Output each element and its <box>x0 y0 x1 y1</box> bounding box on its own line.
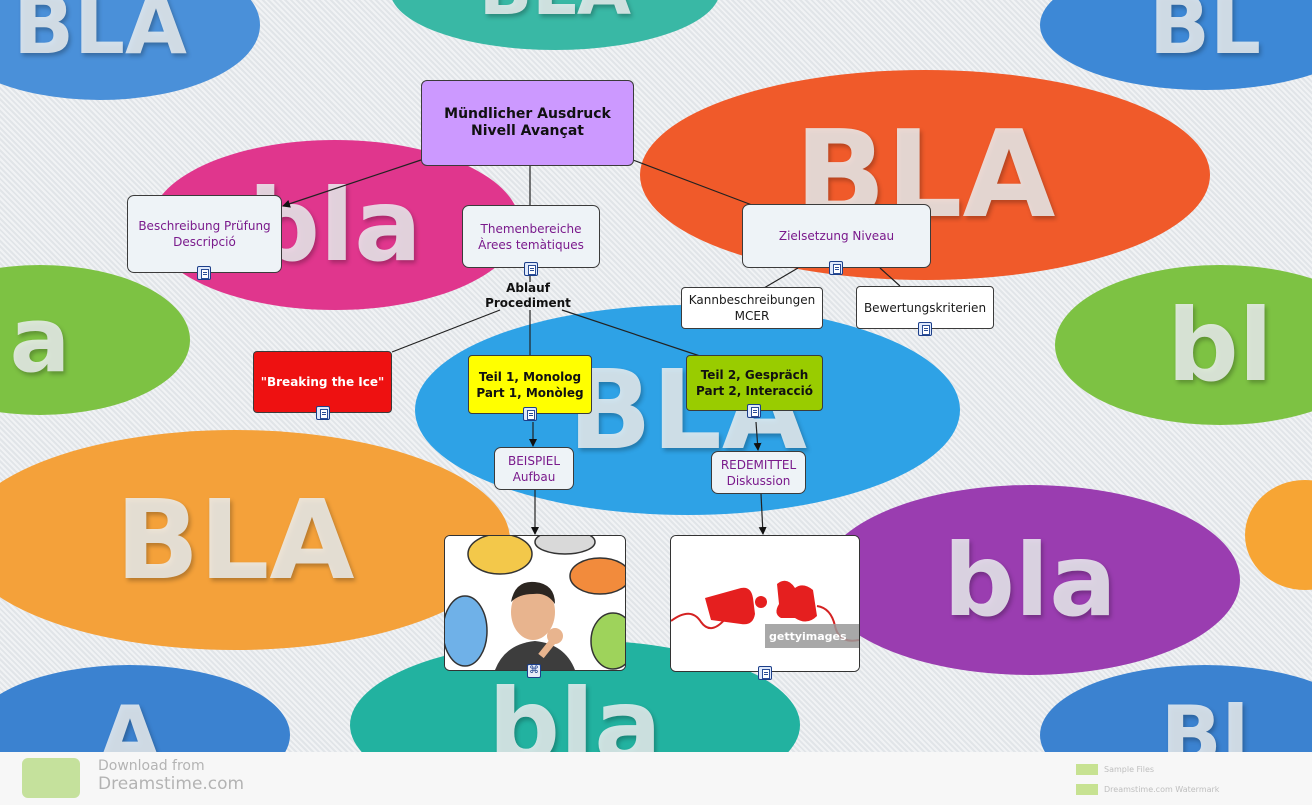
background-bubble: BL <box>1040 0 1312 90</box>
root-node-line1: Mündlicher Ausdruck <box>444 106 611 123</box>
bewertung-line1: Bewertungskriterien <box>864 300 986 316</box>
background-bubble: bl <box>1055 265 1312 425</box>
ablauf-line1: Ablauf <box>470 281 586 296</box>
teil2-node[interactable]: Teil 2, Gespräch Part 2, Interacció <box>686 355 823 411</box>
document-icon[interactable] <box>197 266 211 280</box>
root-node-line2: Nivell Avançat <box>471 123 584 140</box>
background-bubble: A <box>0 665 290 752</box>
background-bubble <box>1245 480 1312 590</box>
document-icon[interactable] <box>524 262 538 276</box>
background-bubble: Bl <box>1040 665 1312 752</box>
background-bubble: BLA <box>0 0 260 100</box>
beispiel-node[interactable]: BEISPIEL Aufbau <box>494 447 574 490</box>
teil1-node[interactable]: Teil 1, Monolog Part 1, Monòleg <box>468 355 592 414</box>
background-bubble: BLA <box>0 430 510 650</box>
beschreibung-line2: Descripció <box>173 234 236 250</box>
concept-map-icon[interactable]: ⌘ <box>527 664 541 678</box>
beschreibung-line1: Beschreibung Prüfung <box>138 218 270 234</box>
document-icon[interactable] <box>758 666 772 680</box>
background-image: BLA BLA BL BLA bla a bl BLA BLA bla bla … <box>0 0 1312 752</box>
redemittel-node[interactable]: REDEMITTEL Diskussion <box>711 451 806 494</box>
footer-logo <box>22 758 80 798</box>
teil2-line2: Part 2, Interacció <box>696 383 813 399</box>
beispiel-line1: BEISPIEL <box>508 453 560 469</box>
document-icon[interactable] <box>523 407 537 421</box>
gettyimages-watermark: gettyimages <box>769 630 847 643</box>
footer-line2: Dreamstime.com <box>98 774 244 794</box>
document-icon[interactable] <box>316 406 330 420</box>
breaking-ice-node[interactable]: "Breaking the Ice" <box>253 351 392 413</box>
background-bubble: BLA <box>390 0 720 50</box>
puzzle-plug-image[interactable]: gettyimages <box>670 535 860 672</box>
footer-line1: Download from <box>98 758 205 774</box>
footer-badge <box>1076 764 1098 775</box>
breaking-ice-line1: "Breaking the Ice" <box>261 374 385 390</box>
document-icon[interactable] <box>829 261 843 275</box>
ablauf-line2: Procediment <box>470 296 586 311</box>
redemittel-line2: Diskussion <box>727 473 791 489</box>
ablauf-label[interactable]: Ablauf Procediment <box>470 281 586 311</box>
puzzle-plug-illustration: gettyimages <box>671 536 859 671</box>
background-bubble: a <box>0 265 190 415</box>
footer-right2: Dreamstime.com Watermark <box>1104 785 1219 794</box>
document-icon[interactable] <box>747 404 761 418</box>
kann-node[interactable]: Kannbeschreibungen MCER <box>681 287 823 329</box>
themen-line2: Àrees temàtiques <box>478 237 584 253</box>
teil1-line2: Part 1, Monòleg <box>476 385 583 401</box>
footer-badge <box>1076 784 1098 795</box>
document-icon[interactable] <box>918 322 932 336</box>
beispiel-line2: Aufbau <box>513 469 556 485</box>
root-node[interactable]: Mündlicher Ausdruck Nivell Avançat <box>421 80 634 166</box>
teil2-line1: Teil 2, Gespräch <box>701 367 809 383</box>
thinking-man-image[interactable] <box>444 535 626 671</box>
background-bubble: bla <box>820 485 1240 675</box>
footer-bar: Download from Dreamstime.com Sample File… <box>0 752 1312 805</box>
zielsetzung-node[interactable]: Zielsetzung Niveau <box>742 204 931 268</box>
kann-line2: MCER <box>735 308 770 324</box>
themen-node[interactable]: Themenbereiche Àrees temàtiques <box>462 205 600 268</box>
beschreibung-node[interactable]: Beschreibung Prüfung Descripció <box>127 195 282 273</box>
thinking-man-illustration <box>445 536 625 670</box>
teil1-line1: Teil 1, Monolog <box>479 369 581 385</box>
themen-line1: Themenbereiche <box>481 221 582 237</box>
footer-right1: Sample Files <box>1104 765 1154 774</box>
kann-line1: Kannbeschreibungen <box>689 292 816 308</box>
redemittel-line1: REDEMITTEL <box>721 457 796 473</box>
zielsetzung-line1: Zielsetzung Niveau <box>779 228 894 244</box>
